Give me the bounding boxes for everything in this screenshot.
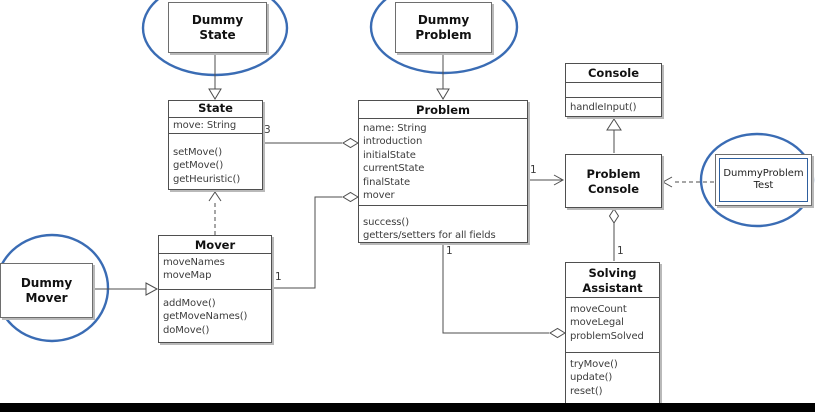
text-line: doMove() xyxy=(163,324,210,336)
class-state: State move: String setMove() getMove()get… xyxy=(168,100,263,190)
bottom-edge-bar xyxy=(0,403,815,412)
edge-dummymover-mover xyxy=(93,282,159,296)
class-problem-title: Problem xyxy=(359,101,527,119)
text-line: name: String xyxy=(363,123,427,134)
edge-mover-state xyxy=(208,191,222,235)
class-mover-methods: addMove() getMoveNames()doMove() xyxy=(159,290,271,342)
dummy-mover-ellipse xyxy=(0,233,110,343)
dummy-problem-test-ellipse xyxy=(699,132,815,228)
text-line: initialState xyxy=(363,149,416,161)
text-line: moveCount xyxy=(570,304,627,315)
multiplicity-state-problem: 3 xyxy=(264,124,271,136)
text-line: Problem xyxy=(416,103,470,117)
text-line: tryMove() xyxy=(570,359,618,370)
text-line: move: String xyxy=(173,120,237,131)
text-line: problemSolved xyxy=(570,330,644,342)
text-line: moveLegal xyxy=(570,317,624,329)
text-line: DummyProblem xyxy=(723,167,804,179)
class-mover-attributes: moveNames moveMap xyxy=(159,254,271,290)
edge-problemconsole-console xyxy=(606,118,622,153)
class-console-methods: handleInput() xyxy=(566,98,661,116)
text-line: getters/setters for all fields xyxy=(363,230,496,242)
multiplicity-problemconsole-solvingassistant: 1 xyxy=(617,245,624,257)
text-line: introduction xyxy=(363,136,423,148)
text-line: Mover xyxy=(194,238,236,252)
edge-dummystate-state xyxy=(208,53,222,100)
text-line: handleInput() xyxy=(570,102,637,113)
text-line: State xyxy=(199,27,236,42)
class-problem-methods: success() getters/setters for all fields xyxy=(359,206,527,242)
text-line: Problem xyxy=(586,167,641,181)
multiplicity-problem-problemconsole: 1 xyxy=(530,164,537,176)
text-line: Console xyxy=(587,66,639,80)
text-line: getHeuristic() xyxy=(173,173,241,185)
class-solving-assistant-methods: tryMove() update()reset() xyxy=(566,353,659,404)
edge-problemconsole-solvingassistant xyxy=(608,208,620,261)
text-line: Console xyxy=(587,182,639,196)
text-line: Dummy xyxy=(417,12,470,27)
text-line: reset() xyxy=(570,385,603,397)
text-line: Assistant xyxy=(582,281,643,295)
edge-state-problem xyxy=(263,137,359,149)
text-line: currentState xyxy=(363,163,425,175)
class-console: Console handleInput() xyxy=(565,63,662,117)
text-line: mover xyxy=(363,190,395,202)
text-line: success() xyxy=(363,217,410,228)
class-mover: Mover moveNames moveMap addMove() getMoveN… xyxy=(158,235,272,343)
class-mover-title: Mover xyxy=(159,236,271,254)
text-line: update() xyxy=(570,372,613,384)
edge-dummyproblemtest-problemconsole xyxy=(661,176,714,188)
text-line: Solving xyxy=(588,266,637,280)
dummy-problem-ellipse xyxy=(369,0,519,75)
class-console-attributes xyxy=(566,83,661,98)
edge-problem-solvingassistant xyxy=(442,243,566,339)
text-line: setMove() xyxy=(173,147,223,158)
multiplicity-problem-solvingassistant: 1 xyxy=(446,245,453,257)
edge-dummyproblem-problem xyxy=(436,53,450,100)
text-line: getMoveNames() xyxy=(163,311,248,323)
text-line: Mover xyxy=(25,290,68,305)
text-line: Problem xyxy=(415,27,472,42)
class-state-attributes: move: String xyxy=(169,118,262,134)
text-line: getMove() xyxy=(173,160,224,172)
class-state-title: State xyxy=(169,101,262,118)
edge-mover-problem xyxy=(272,191,359,289)
text-line: moveNames xyxy=(163,257,225,268)
edge-problem-problemconsole xyxy=(528,174,565,186)
class-state-methods: setMove() getMove()getHeuristic() xyxy=(169,134,262,189)
text-line: Test xyxy=(753,180,774,191)
text-line: addMove() xyxy=(163,298,216,309)
text-line: Dummy xyxy=(191,12,244,27)
multiplicity-mover-problem: 1 xyxy=(275,271,282,283)
text-line: finalState xyxy=(363,176,411,188)
class-console-title: Console xyxy=(566,64,661,83)
text-line: State xyxy=(198,101,233,115)
text-line: moveMap xyxy=(163,270,212,282)
text-line: Dummy xyxy=(20,275,73,290)
